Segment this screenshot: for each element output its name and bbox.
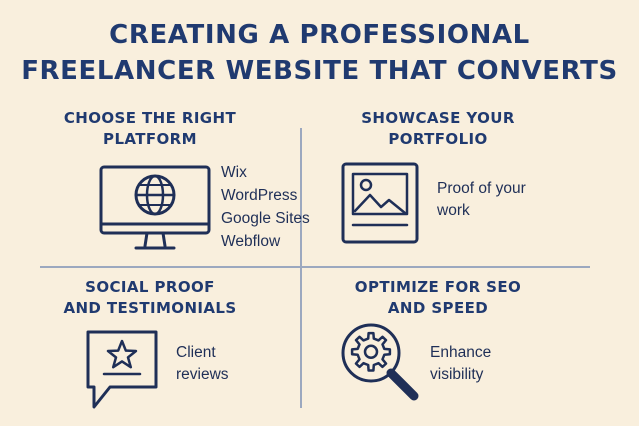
- seo-text-line-1: Enhance: [430, 344, 492, 361]
- section-portfolio-heading-line-2: PORTFOLIO: [388, 130, 488, 148]
- section-platform-heading-line-2: PLATFORM: [103, 130, 197, 148]
- monitor-globe-icon: [99, 165, 211, 250]
- portfolio-text-line-2: work: [437, 202, 470, 219]
- section-portfolio-heading-line-1: SHOWCASE YOUR: [361, 109, 515, 127]
- gear-magnifier-icon: [341, 323, 419, 401]
- seo-text-line-2: visibility: [430, 366, 484, 383]
- section-seo-heading-line-1: OPTIMIZE FOR SEO: [354, 278, 522, 296]
- portfolio-text-line-1: Proof of your: [437, 180, 526, 197]
- section-portfolio-heading: SHOWCASE YOUR PORTFOLIO: [318, 108, 558, 150]
- star-review-bubble-icon: [86, 330, 158, 409]
- title-line-2: FREELANCER WEBSITE THAT CONVERTS: [21, 56, 618, 86]
- platform-list: Wix WordPress Google Sites Webflow: [221, 161, 310, 253]
- section-seo-heading: OPTIMIZE FOR SEO AND SPEED: [318, 277, 558, 319]
- image-document-icon: [341, 162, 419, 244]
- section-platform-heading: CHOOSE THE RIGHT PLATFORM: [30, 108, 270, 150]
- section-social-proof-heading: SOCIAL PROOF AND TESTIMONIALS: [30, 277, 270, 319]
- seo-text: Enhance visibility: [430, 342, 491, 386]
- section-platform-heading-line-1: CHOOSE THE RIGHT: [63, 109, 237, 127]
- section-seo-heading-line-2: AND SPEED: [387, 299, 489, 317]
- platform-item-wix: Wix: [221, 164, 247, 181]
- platform-item-webflow: Webflow: [221, 233, 281, 250]
- social-proof-text-line-1: Client: [176, 344, 216, 361]
- social-proof-text: Client reviews: [176, 342, 229, 386]
- section-social-proof-heading-line-2: AND TESTIMONIALS: [63, 299, 237, 317]
- section-social-proof-heading-line-1: SOCIAL PROOF: [85, 278, 215, 296]
- social-proof-text-line-2: reviews: [176, 366, 229, 383]
- platform-item-wordpress: WordPress: [221, 187, 298, 204]
- vertical-divider: [300, 128, 302, 408]
- horizontal-divider: [40, 266, 590, 268]
- platform-item-google-sites: Google Sites: [221, 210, 310, 227]
- portfolio-text: Proof of your work: [437, 178, 526, 222]
- title-line-1: CREATING A PROFESSIONAL: [109, 20, 530, 50]
